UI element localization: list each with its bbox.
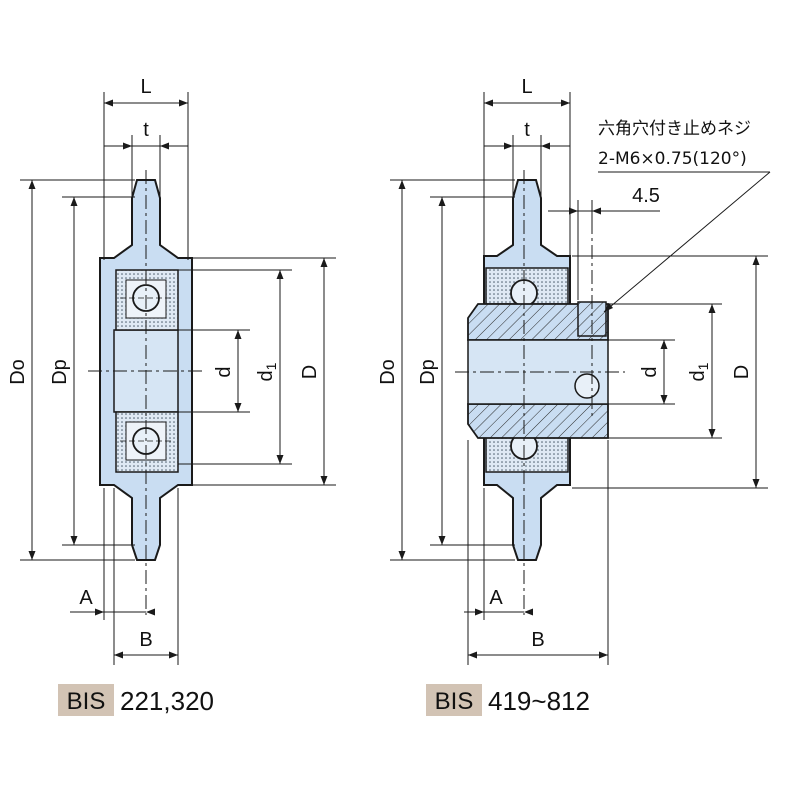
left-label-Do: Do [7,359,29,385]
right-screw-note-line2: 2-M6×0.75(120°) [598,149,747,169]
left-label-A: A [79,587,93,609]
right-label-A: A [489,587,503,609]
left-sprocket-drawing: L t Do Dp d d1 D [7,76,336,665]
left-caption-text: 221,320 [120,686,214,716]
left-label-B: B [139,629,152,651]
left-bis-badge-text: BIS [67,688,106,715]
right-screw-hole [574,373,600,399]
right-label-Dp: Dp [417,359,439,385]
right-label-offset: 4.5 [632,185,660,207]
right-label-D: D [731,365,753,379]
right-caption-text: 419~812 [488,686,590,716]
left-label-D: D [299,365,321,379]
left-bis-badge [58,684,114,716]
right-sprocket-drawing: L t 4.5 六角穴付き止めネジ 2-M6×0.75(120°) Do Dp [377,76,771,665]
right-label-Do: Do [377,359,399,385]
right-label-L: L [521,76,532,98]
right-bis-badge [426,684,482,716]
right-label-d: d [639,366,661,377]
left-caption: BIS 221,320 [58,684,214,716]
left-label-d: d [213,366,235,377]
right-caption: BIS 419~812 [426,684,590,716]
left-label-t: t [143,119,149,141]
left-label-Dp: Dp [49,359,71,385]
left-label-L: L [140,76,151,98]
left-label-d1: d1 [255,362,279,381]
right-hub-lower [467,403,609,439]
right-label-t: t [524,119,530,141]
right-screw-note-line1: 六角穴付き止めネジ [598,119,751,139]
right-bis-badge-text: BIS [435,688,474,715]
right-label-d1: d1 [687,362,711,381]
right-label-B: B [531,629,544,651]
